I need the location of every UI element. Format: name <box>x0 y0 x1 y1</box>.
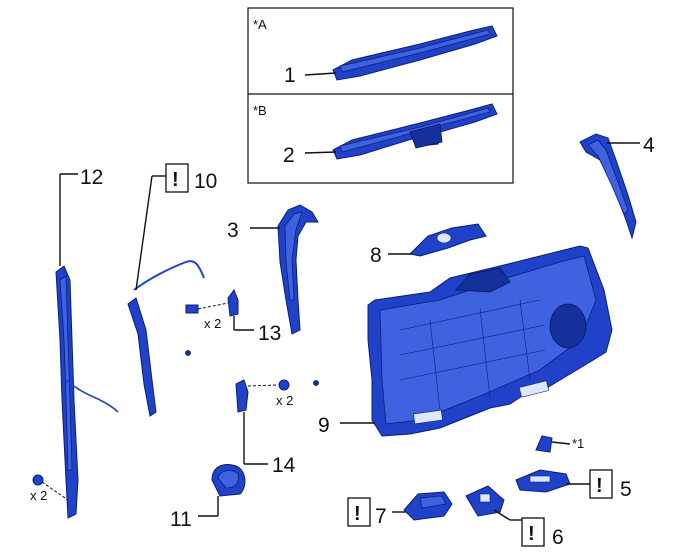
svg-text:!: ! <box>354 503 361 525</box>
svg-text:!: ! <box>596 475 603 497</box>
qty-clip-14: x 2 <box>276 393 293 408</box>
variant-frame-outer <box>247 7 514 184</box>
clip-12-icon <box>32 474 44 486</box>
part-8-panel-piece[interactable]: 8 <box>370 223 487 267</box>
part-6-cover-plate[interactable]: ! 6 <box>465 485 564 549</box>
callout-1: 1 <box>284 64 296 87</box>
part-11-speaker-cover[interactable]: 11 <box>170 464 246 531</box>
note-1-label: *1 <box>572 436 584 451</box>
callout-2: 2 <box>283 144 295 167</box>
variant-b-label: *B <box>253 103 267 118</box>
warning-icon-6: ! <box>521 517 545 547</box>
callout-11: 11 <box>170 508 192 531</box>
part-note-1-clip[interactable]: *1 <box>535 435 584 453</box>
callout-7: 7 <box>375 505 387 528</box>
callout-6: 6 <box>552 526 564 549</box>
part-13-bracket[interactable]: x 2 13 <box>185 288 282 356</box>
part-3-pillar-trim[interactable]: 3 <box>227 204 319 335</box>
warning-icon-7: ! <box>347 497 371 527</box>
callout-8: 8 <box>370 244 382 267</box>
variant-a-label: *A <box>253 17 267 32</box>
part-9-trim-board[interactable]: 9 <box>318 245 613 437</box>
variant-frame: *A *B <box>247 7 514 184</box>
qty-clip-12: x 2 <box>30 488 47 503</box>
callout-9: 9 <box>318 414 330 437</box>
callout-13: 13 <box>258 322 281 345</box>
part-7-pull-handle[interactable]: ! 7 <box>347 491 453 528</box>
part-5-switch[interactable]: ! 5 <box>515 469 632 501</box>
callout-14: 14 <box>272 454 296 477</box>
callout-3: 3 <box>227 219 239 242</box>
part-4-side-trim[interactable]: 4 <box>579 133 655 240</box>
callout-10: 10 <box>194 170 217 193</box>
part-12-long-trim[interactable]: 12 x 2 <box>30 166 119 519</box>
callout-4: 4 <box>643 134 655 157</box>
clip-14-pin <box>313 380 319 386</box>
bolt-13-icon <box>185 304 199 314</box>
part-2-upper-trim[interactable]: 2 <box>283 103 498 167</box>
bolt-13-pin <box>185 350 191 356</box>
part-1-upper-trim[interactable]: 1 <box>284 25 498 87</box>
trim-board-ribs <box>399 299 546 411</box>
callout-5: 5 <box>620 478 632 501</box>
callout-12: 12 <box>80 166 103 189</box>
svg-text:!: ! <box>528 523 535 545</box>
qty-bolt-13: x 2 <box>204 316 221 331</box>
part-14-bracket[interactable]: x 2 14 <box>235 379 319 477</box>
svg-text:!: ! <box>172 169 179 191</box>
warning-icon-5: ! <box>589 469 613 499</box>
clip-14-icon <box>278 379 290 391</box>
warning-icon-10: ! <box>165 163 189 193</box>
part-10-damper-stay[interactable]: ! 10 <box>127 163 217 417</box>
